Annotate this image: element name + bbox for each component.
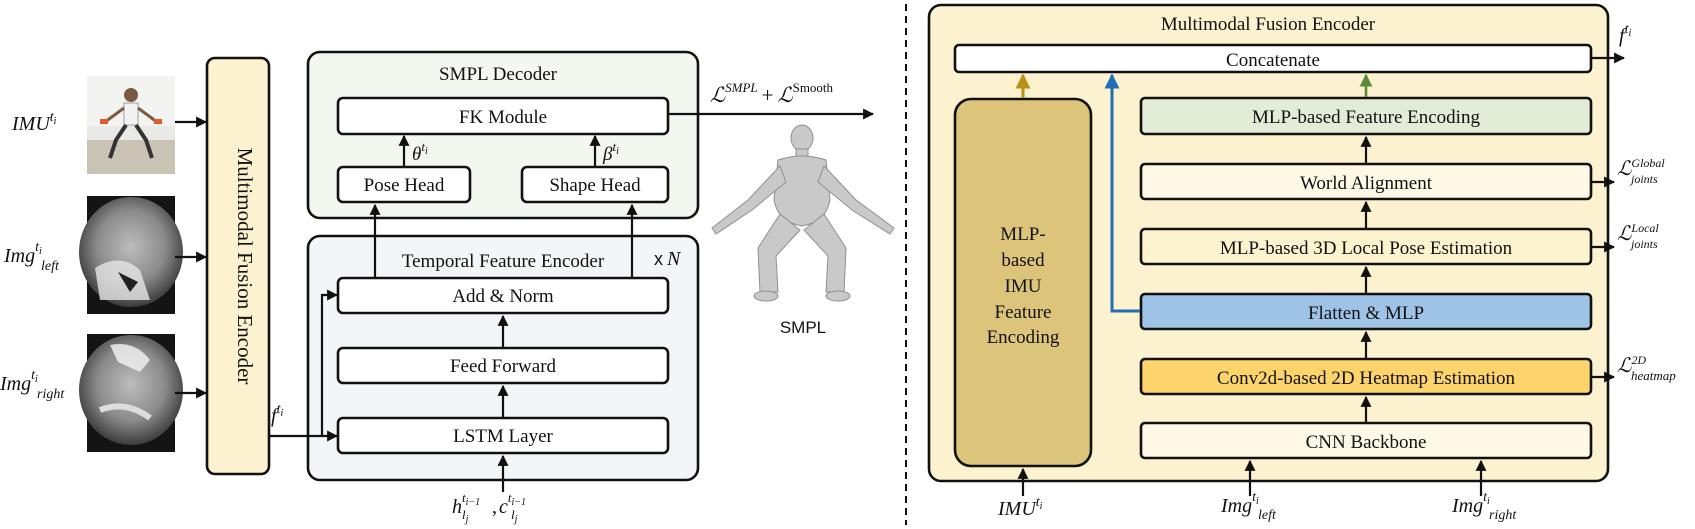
temporal-encoder-title: Temporal Feature Encoder <box>402 251 605 272</box>
pose-head-label: Pose Head <box>364 175 445 196</box>
fusion-encoder-block: Multimodal Fusion Encoder <box>205 56 271 476</box>
left-img-right-label: Imgtiright <box>0 368 65 402</box>
fusion-detail-title: Multimodal Fusion Encoder <box>1161 14 1376 35</box>
right-imu-label: IMUti <box>997 495 1043 520</box>
theta-label: θti <box>412 139 428 165</box>
concatenate-label: Concatenate <box>1226 50 1320 71</box>
imu-encoding-line-3: IMU <box>1005 276 1042 297</box>
fusion-encoder-detail: Multimodal Fusion Encoder Concatenate ft… <box>927 3 1676 483</box>
right-camera-image <box>79 334 183 452</box>
right-img-right-label: Imgtiright <box>1451 490 1517 523</box>
right-img-left-label: Imgtileft <box>1220 490 1277 523</box>
pose-head-box <box>336 165 472 204</box>
flatten-mlp-box <box>1139 292 1593 331</box>
smpl-loss-label: ℒSMPL+ℒSmooth <box>710 80 834 107</box>
imu-encoding-line-5: Encoding <box>987 327 1060 348</box>
shape-head-box <box>520 165 670 204</box>
heatmap-label: Conv2d-based 2D Heatmap Estimation <box>1217 368 1516 389</box>
fused-feature-label: fti <box>271 402 283 427</box>
fk-module-label: FK Module <box>459 107 547 128</box>
feed-forward-box <box>336 346 670 385</box>
cnn-backbone-box <box>1139 421 1593 460</box>
smpl-body-mesh <box>711 124 895 302</box>
add-norm-label: Add & Norm <box>452 286 554 307</box>
shape-head-label: Shape Head <box>549 175 641 196</box>
left-camera-image <box>79 196 183 314</box>
smpl-decoder-block: SMPL Decoder FK Module Pose Head Shape H… <box>306 50 700 220</box>
feature-encoding-label: MLP-based Feature Encoding <box>1252 107 1480 128</box>
imu-encoding-line-1: MLP- <box>1000 224 1045 245</box>
cnn-backbone-label: CNN Backbone <box>1306 432 1427 453</box>
local-pose-label: MLP-based 3D Local Pose Estimation <box>1220 238 1513 259</box>
feed-forward-label: Feed Forward <box>450 356 557 377</box>
smpl-label: SMPL <box>780 318 826 337</box>
fusion-encoder-label: Multimodal Fusion Encoder <box>233 148 257 385</box>
imu-photo <box>87 76 175 174</box>
feature-encoding-box <box>1139 96 1593 136</box>
smpl-decoder-title: SMPL Decoder <box>439 64 558 85</box>
output-feature-label: fti <box>1619 22 1631 47</box>
left-img-left-label: Imgtileft <box>3 240 60 274</box>
world-alignment-label: World Alignment <box>1300 173 1433 194</box>
imu-encoding-line-4: Feature <box>995 302 1052 323</box>
left-imu-label: IMUti <box>11 110 57 135</box>
imu-encoding-line-2: based <box>1001 250 1045 271</box>
lstm-layer-label: LSTM Layer <box>453 426 553 447</box>
flatten-mlp-label: Flatten & MLP <box>1308 303 1424 324</box>
beta-label: βti <box>602 139 619 165</box>
imu-encoding-box <box>953 97 1093 468</box>
fk-module-box <box>336 96 670 136</box>
